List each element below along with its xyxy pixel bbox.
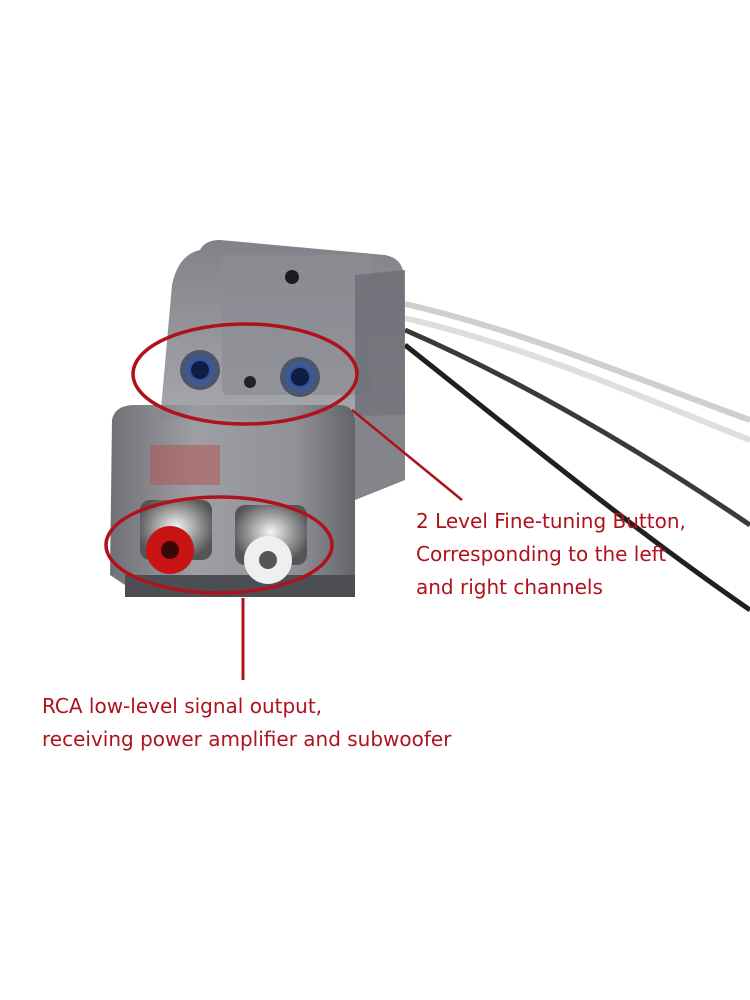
rca-right xyxy=(235,505,307,584)
center-hole xyxy=(244,376,256,388)
black-wire-2 xyxy=(403,343,750,613)
top-hole xyxy=(285,270,299,284)
buttons-annotation-line-3: and right channels xyxy=(416,575,603,599)
black-wire-1 xyxy=(404,327,750,528)
wires xyxy=(403,301,750,613)
white-wire-1 xyxy=(404,301,750,423)
housing-top-panel xyxy=(222,255,372,395)
inner-red xyxy=(150,445,220,485)
side-ribs xyxy=(355,270,405,500)
buttons-highlight-oval xyxy=(131,322,359,426)
buttons-annotation: 2 Level Fine-tuning Button, Correspondin… xyxy=(416,505,686,604)
rca-annotation-line-1: RCA low-level signal output, xyxy=(42,694,323,718)
rca-annotation: RCA low-level signal output, receiving p… xyxy=(42,690,451,756)
buttons-annotation-line-2: Corresponding to the left xyxy=(416,542,667,566)
annotation-marks xyxy=(104,322,463,680)
buttons-pointer-line xyxy=(351,409,463,501)
rca-highlight-oval xyxy=(104,495,334,595)
white-wire-2 xyxy=(404,315,750,443)
buttons-annotation-line-1: 2 Level Fine-tuning Button, xyxy=(416,509,686,533)
rca-left xyxy=(140,500,212,574)
rca-annotation-line-2: receiving power amplifier and subwoofer xyxy=(42,727,452,751)
